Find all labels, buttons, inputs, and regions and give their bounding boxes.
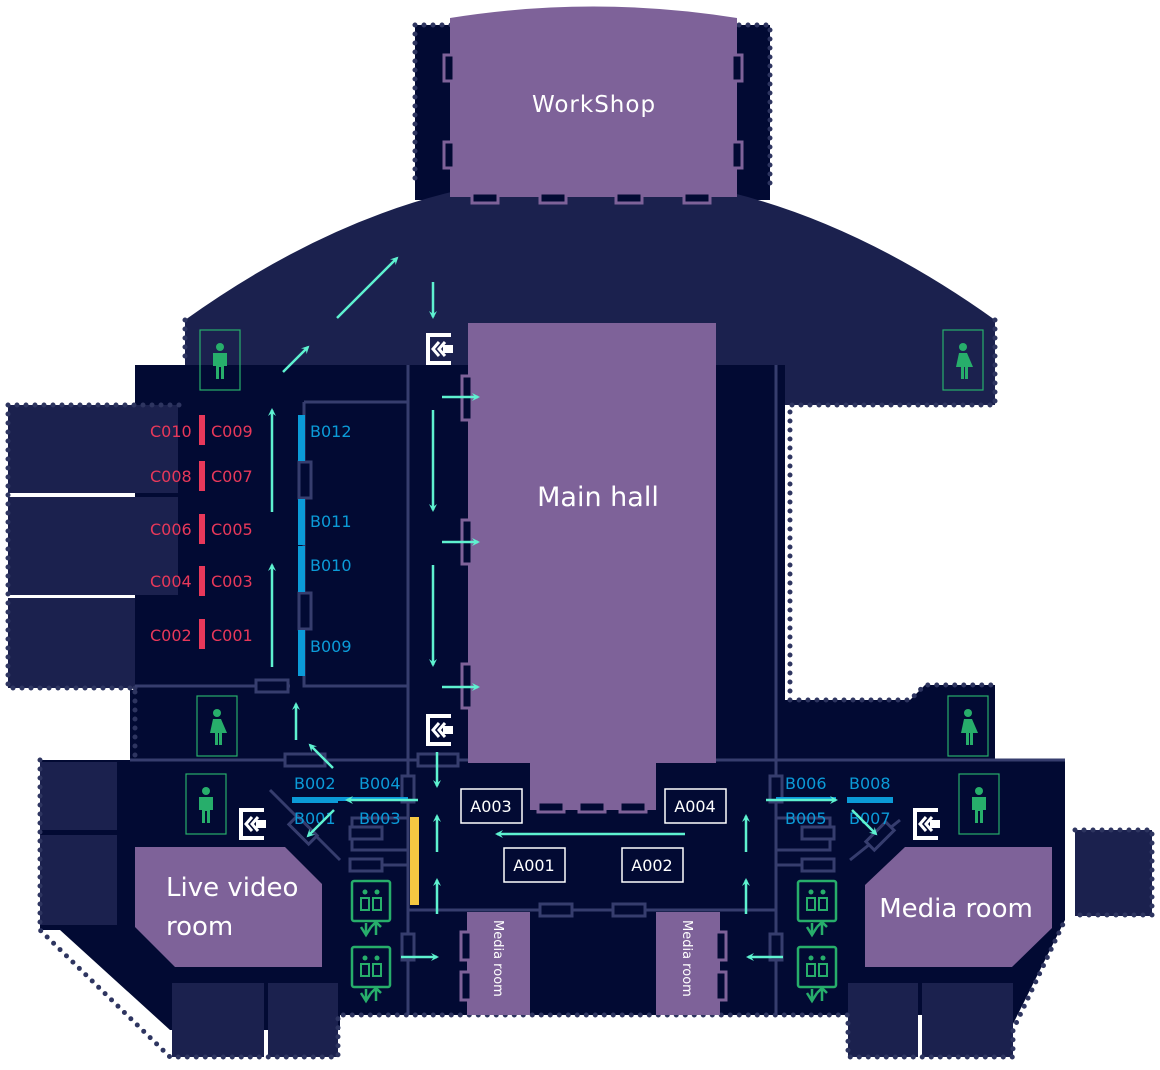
- workshop-label: WorkShop: [532, 92, 656, 118]
- booths-a: A003 A004 A001 A002: [460, 788, 727, 883]
- room-workshop[interactable]: WorkShop: [442, 6, 744, 205]
- booth-b008[interactable]: B008: [849, 774, 891, 793]
- booth-a002-label: A002: [631, 856, 672, 875]
- booth-b001[interactable]: B001: [294, 809, 336, 828]
- booth-b009[interactable]: B009: [310, 637, 352, 656]
- booth-b002[interactable]: B002: [294, 774, 336, 793]
- live-video-label-line2: room: [166, 912, 233, 942]
- room-media-small-left[interactable]: Media room: [459, 912, 530, 1015]
- room-media[interactable]: Media room: [865, 847, 1052, 967]
- room-media-small-right[interactable]: Media room: [656, 912, 728, 1015]
- booth-c010[interactable]: C010: [150, 422, 192, 441]
- media-room-label: Media room: [879, 894, 1033, 924]
- booth-b003[interactable]: B003: [359, 809, 401, 828]
- media-room-small-left-label: Media room: [490, 920, 505, 997]
- booth-a004[interactable]: A004: [664, 788, 727, 824]
- media-room-small-right-label: Media room: [679, 920, 694, 997]
- booth-c007[interactable]: C007: [211, 467, 253, 486]
- room-main-hall[interactable]: Main hall: [460, 323, 716, 814]
- booth-b011[interactable]: B011: [310, 512, 352, 531]
- booth-b006[interactable]: B006: [785, 774, 827, 793]
- booth-b012[interactable]: B012: [310, 422, 352, 441]
- highlight-bar: [410, 817, 419, 905]
- direction-arrows: [268, 256, 878, 961]
- booths-c: C010 C009 C008 C007 C006 C005 C004 C003 …: [150, 422, 253, 645]
- booth-c008[interactable]: C008: [150, 467, 192, 486]
- booth-a001[interactable]: A001: [503, 847, 566, 883]
- booth-c004[interactable]: C004: [150, 572, 192, 591]
- booth-a001-label: A001: [513, 856, 554, 875]
- booth-c001[interactable]: C001: [211, 626, 253, 645]
- booth-b007[interactable]: B007: [849, 809, 891, 828]
- main-hall-label: Main hall: [537, 482, 659, 513]
- booth-c003[interactable]: C003: [211, 572, 253, 591]
- booth-c005[interactable]: C005: [211, 520, 253, 539]
- booth-b010[interactable]: B010: [310, 556, 352, 575]
- room-live-video[interactable]: Live video room: [135, 847, 322, 967]
- live-video-label-line1: Live video: [166, 873, 298, 903]
- booth-a003-label: A003: [470, 797, 511, 816]
- booth-b005[interactable]: B005: [785, 809, 827, 828]
- booth-a002[interactable]: A002: [621, 847, 684, 883]
- booth-a004-label: A004: [674, 797, 715, 816]
- booth-b004[interactable]: B004: [359, 774, 401, 793]
- booth-a003[interactable]: A003: [460, 788, 523, 824]
- booth-c006[interactable]: C006: [150, 520, 192, 539]
- booths-b: B012 B011 B010 B009 B002 B004 B001 B003 …: [294, 422, 891, 828]
- booth-c009[interactable]: C009: [211, 422, 253, 441]
- booth-c002[interactable]: C002: [150, 626, 192, 645]
